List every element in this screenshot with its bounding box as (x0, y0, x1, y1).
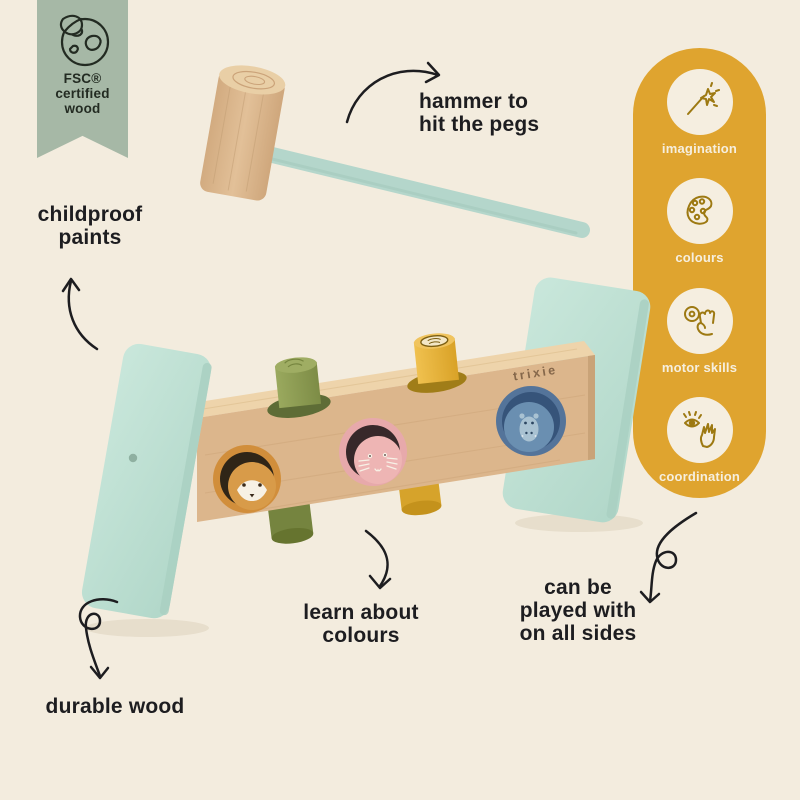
benefit-colours: colours (666, 178, 733, 266)
arrow-hammer (345, 61, 441, 124)
arrow-learn (364, 529, 392, 590)
paint-palette-icon (686, 195, 712, 225)
annotation-line: hammer to (419, 90, 529, 113)
hammer-head (200, 65, 286, 201)
annotation-arrows (61, 61, 698, 680)
fsc-badge-line: certified (55, 86, 110, 101)
annotation-line: on all sides (519, 622, 637, 645)
benefit-circle (666, 396, 733, 463)
annotation-learn-colours: learn about colours (291, 601, 431, 647)
peg-yellow-top (413, 333, 459, 384)
peg-cat (339, 418, 407, 486)
hammer-handle (252, 144, 590, 238)
panel-dowel-hole (128, 453, 138, 463)
brand-engraving: trixie (512, 363, 559, 384)
eye-hand-icon (682, 410, 716, 448)
annotation-durable-wood: durable wood (45, 695, 185, 718)
benefit-coordination: coordination (658, 396, 741, 484)
benefit-circle (666, 178, 733, 245)
cat-face-icon (358, 452, 398, 472)
fsc-badge-line: FSC® (63, 71, 102, 86)
benefit-imagination: imagination (662, 69, 737, 156)
fsc-badge-line: wood (64, 101, 101, 116)
arrow-durable (78, 598, 119, 680)
globe-leaf-icon (59, 14, 109, 67)
annotation-line: colours (322, 624, 400, 647)
benefit-label: colours (675, 250, 724, 266)
arrow-childproof (61, 277, 99, 351)
peg-green-top (274, 357, 322, 409)
annotation-played-all-sides: can be played with on all sides (508, 576, 648, 645)
annotation-line: learn about (303, 601, 419, 624)
annotation-hammer: hammer to hit the pegs (419, 90, 539, 136)
hippo-face-icon (519, 413, 539, 442)
benefit-circle (666, 69, 733, 135)
benefits-banner: imagination colours motor skills (633, 48, 766, 498)
benefit-label: imagination (661, 141, 738, 156)
arrow-played (639, 511, 698, 604)
annotation-line: hit the pegs (419, 113, 540, 136)
fox-face-icon (237, 480, 267, 501)
benefit-circle (666, 287, 733, 354)
benefit-label: motor skills (661, 359, 738, 375)
hammer (200, 65, 590, 238)
hand-grasp-icon (683, 305, 715, 336)
benefit-label: coordination (658, 468, 741, 484)
fsc-badge: FSC® certified wood (37, 0, 128, 158)
peg-hippo (496, 386, 566, 456)
peg-fox (213, 445, 281, 513)
annotation-line: paints (58, 226, 122, 249)
annotation-line: childproof (37, 203, 143, 226)
annotation-line: played with (519, 599, 637, 622)
annotation-line: can be (544, 576, 612, 599)
magic-wand-icon (686, 82, 720, 115)
bench-left-panel (81, 343, 212, 619)
benefit-motor-skills: motor skills (661, 287, 738, 375)
annotation-childproof-paints: childproof paints (20, 203, 160, 249)
annotation-line: durable wood (45, 695, 185, 718)
